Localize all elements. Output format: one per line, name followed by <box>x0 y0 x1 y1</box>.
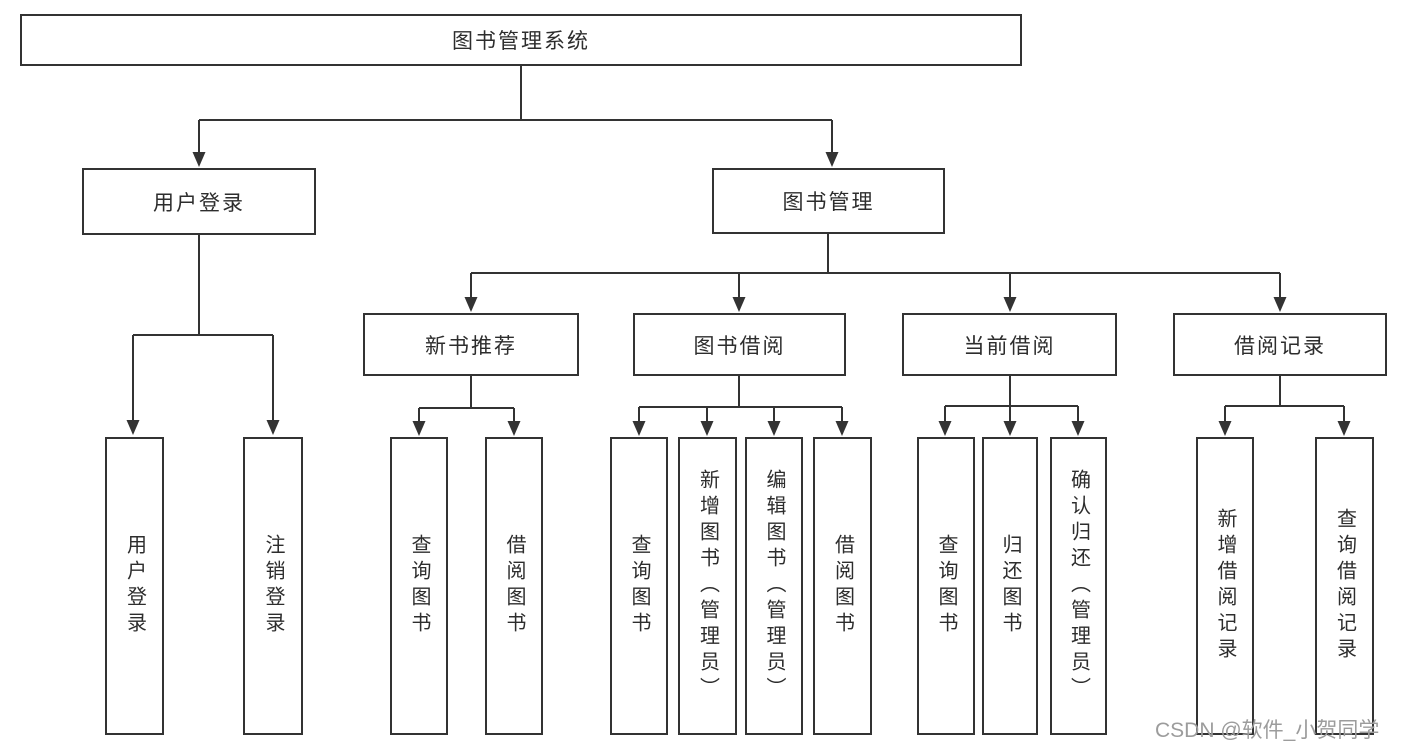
leaf-cb-query-book-label: 查询图书 <box>935 534 957 638</box>
leaf-bb-edit-book-label: 编辑图书（管理员） <box>763 469 785 703</box>
node-borrow-records-label: 借阅记录 <box>1234 334 1326 358</box>
leaf-user-login: 用户登录 <box>105 437 164 735</box>
arrowhead-br-query <box>1337 421 1351 436</box>
leaf-nb-query-book: 查询图书 <box>390 437 448 735</box>
arrowhead-bb-add <box>700 421 714 436</box>
node-current-borrow-label: 当前借阅 <box>963 334 1056 358</box>
watermark: CSDN @软件_小贺同学 <box>1155 719 1380 742</box>
leaf-bb-borrow-book-label: 借阅图书 <box>831 534 854 638</box>
leaf-logout-label: 注销登录 <box>262 534 284 638</box>
edge-new-book-children <box>418 376 515 423</box>
leaf-cb-confirm-return: 确认归还（管理员） <box>1050 437 1107 735</box>
leaf-nb-query-book-label: 查询图书 <box>408 534 430 638</box>
arrowhead-book-mgmt <box>825 152 839 167</box>
arrowhead-cb-return <box>1003 421 1017 436</box>
arrowhead-br-add <box>1218 421 1232 436</box>
node-book-mgmt-label: 图书管理 <box>782 191 875 214</box>
edge-root-to-level2 <box>198 66 833 154</box>
node-user-login: 用户登录 <box>82 168 316 235</box>
leaf-br-query-record-label: 查询借阅记录 <box>1333 508 1356 664</box>
arrowheads <box>126 152 1351 436</box>
node-book-borrow-label: 图书借阅 <box>693 334 786 358</box>
leaf-cb-query-book: 查询图书 <box>917 437 975 735</box>
leaf-bb-query-book: 查询图书 <box>610 437 668 735</box>
arrowhead-new-book <box>464 297 478 312</box>
node-current-borrow: 当前借阅 <box>902 313 1117 376</box>
edge-book-borrow-children <box>638 376 843 423</box>
arrowhead-bb-query <box>632 421 646 436</box>
leaf-cb-return-book: 归还图书 <box>982 437 1038 735</box>
leaf-bb-query-book-label: 查询图书 <box>628 534 650 638</box>
arrowhead-cb-query <box>938 421 952 436</box>
edge-strokes <box>132 66 1345 423</box>
node-user-login-label: 用户登录 <box>153 191 245 215</box>
arrowhead-cb-confirm <box>1071 421 1085 436</box>
leaf-user-login-label: 用户登录 <box>123 534 146 638</box>
leaf-br-add-record: 新增借阅记录 <box>1196 437 1254 735</box>
arrowhead-user-login <box>192 152 206 167</box>
edge-current-borrow-children <box>944 376 1079 423</box>
arrowhead-nb-query <box>412 421 426 436</box>
arrowhead-current-borrow <box>1003 297 1017 312</box>
arrowhead-leaf-user-login <box>126 420 140 435</box>
arrowhead-bb-borrow <box>835 421 849 436</box>
node-root-label: 图书管理系统 <box>452 30 590 53</box>
edge-borrow-record-children <box>1224 376 1345 423</box>
node-root: 图书管理系统 <box>20 14 1022 66</box>
node-book-borrow: 图书借阅 <box>633 313 846 376</box>
node-book-mgmt: 图书管理 <box>712 168 945 234</box>
leaf-nb-borrow-book-label: 借阅图书 <box>503 534 525 638</box>
leaf-bb-add-book: 新增图书（管理员） <box>678 437 737 735</box>
arrowhead-book-borrow <box>732 297 746 312</box>
node-borrow-records: 借阅记录 <box>1173 313 1387 376</box>
leaf-nb-borrow-book: 借阅图书 <box>485 437 543 735</box>
leaf-cb-confirm-return-label: 确认归还（管理员） <box>1067 469 1090 703</box>
node-new-book-rec-label: 新书推荐 <box>425 334 517 358</box>
leaf-cb-return-book-label: 归还图书 <box>999 534 1021 638</box>
node-new-book-rec: 新书推荐 <box>363 313 579 376</box>
edge-book-mgmt-children <box>470 234 1281 299</box>
arrowhead-bb-edit <box>767 421 781 436</box>
leaf-br-add-record-label: 新增借阅记录 <box>1214 508 1236 664</box>
arrowhead-leaf-logout <box>266 420 280 435</box>
leaf-logout: 注销登录 <box>243 437 303 735</box>
leaf-bb-borrow-book: 借阅图书 <box>813 437 872 735</box>
arrowhead-borrow-record <box>1273 297 1287 312</box>
edge-user-login-children <box>132 235 274 422</box>
leaf-bb-add-book-label: 新增图书（管理员） <box>696 469 719 703</box>
leaf-bb-edit-book: 编辑图书（管理员） <box>745 437 803 735</box>
arrowhead-nb-borrow <box>507 421 521 436</box>
leaf-br-query-record: 查询借阅记录 <box>1315 437 1374 735</box>
